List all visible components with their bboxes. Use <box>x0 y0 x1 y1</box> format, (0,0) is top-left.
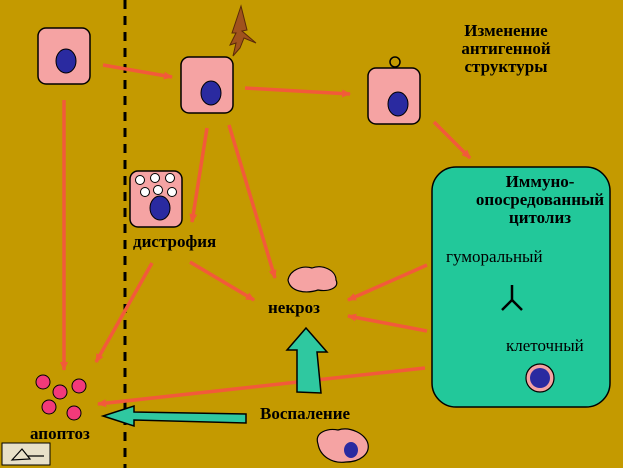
label-apoptosis: апоптоз <box>30 424 90 443</box>
arrow-inflammation-to-apoptosis <box>100 404 247 428</box>
red-arrows <box>60 63 472 408</box>
arrow-dystrophy-to-apoptosis <box>94 262 154 363</box>
arrow-cellular-to-necrosis <box>347 313 428 333</box>
necrotic-cell-icon <box>287 266 338 293</box>
nucleus <box>149 195 171 221</box>
vacuoles <box>135 173 177 197</box>
label-dystrophy: дистрофия <box>133 232 217 251</box>
arrow-inflammation-to-necrosis <box>285 326 329 394</box>
arrow-dystrophy-to-necrosis <box>189 260 255 302</box>
label-inflammation: Воспаление <box>260 404 351 423</box>
label-necrosis: некроз <box>268 298 320 317</box>
nucleus <box>55 48 77 74</box>
antibody-icon <box>501 285 523 311</box>
slide-nav-icon[interactable] <box>1 442 51 466</box>
normal-cell <box>37 27 91 85</box>
label-humoral: гуморальный <box>446 247 543 266</box>
nucleus <box>200 80 222 106</box>
damaged-cell <box>180 4 257 114</box>
arrow-cell2-to-necrosis <box>227 124 277 279</box>
immune-cytolysis-box <box>431 166 611 408</box>
label-antigen-change: Изменение антигенной структуры <box>461 21 551 76</box>
label-immune-cytolysis: Иммуно- опосредованный цитолиз <box>475 172 605 227</box>
arrow-cell1-to-cell2 <box>102 63 173 80</box>
arrow-cell3-to-immune <box>432 120 472 160</box>
label-cellular: клеточный <box>506 336 584 355</box>
arrow-cell2-to-dystrophy <box>189 127 209 223</box>
arrow-immune-to-apoptosis <box>97 366 426 408</box>
antigen-changed-cell <box>367 56 421 125</box>
apoptotic-bodies-icon <box>35 374 87 421</box>
macrophage-icon <box>316 428 369 463</box>
dystrophic-cell <box>129 170 183 228</box>
arrow-cell2-to-cell3 <box>244 86 351 98</box>
nucleus <box>387 91 409 117</box>
antigen-marker <box>389 56 401 68</box>
lymphocyte-icon <box>525 363 555 393</box>
lightning-icon <box>229 4 257 57</box>
arrow-humoral-to-necrosis <box>347 263 428 302</box>
